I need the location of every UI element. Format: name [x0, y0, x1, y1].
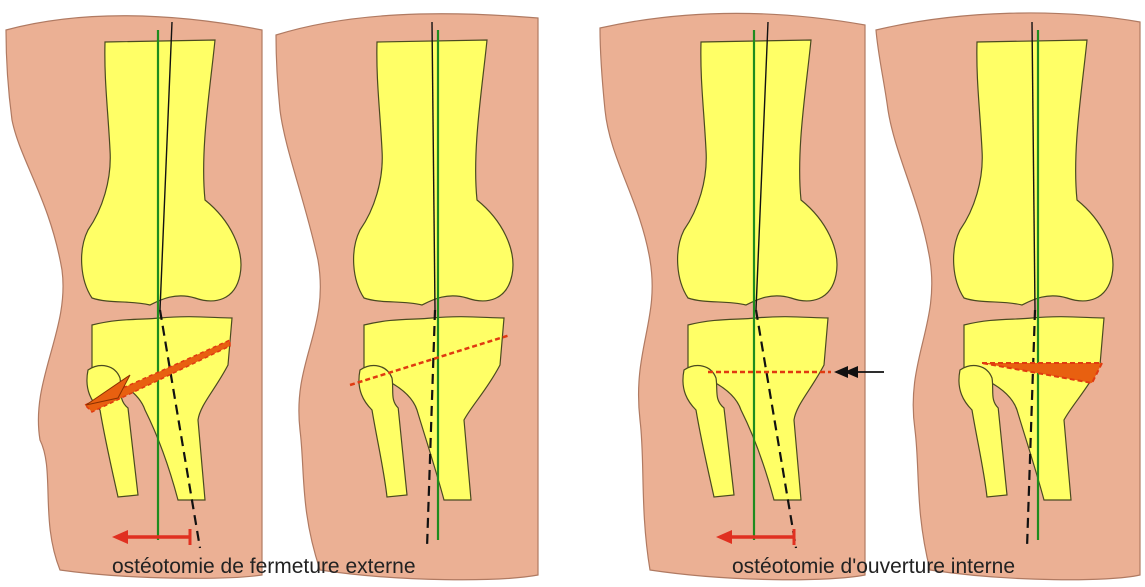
caption-closing-osteotomy: ostéotomie de fermeture externe [112, 556, 416, 577]
panel-closing-before [6, 16, 262, 579]
panel-opening-before [600, 13, 884, 579]
panel-opening-after [876, 13, 1140, 580]
panel-closing-after [276, 14, 538, 580]
panels-group [6, 13, 1140, 580]
caption-opening-osteotomy: ostéotomie d'ouverture interne [732, 556, 1015, 577]
